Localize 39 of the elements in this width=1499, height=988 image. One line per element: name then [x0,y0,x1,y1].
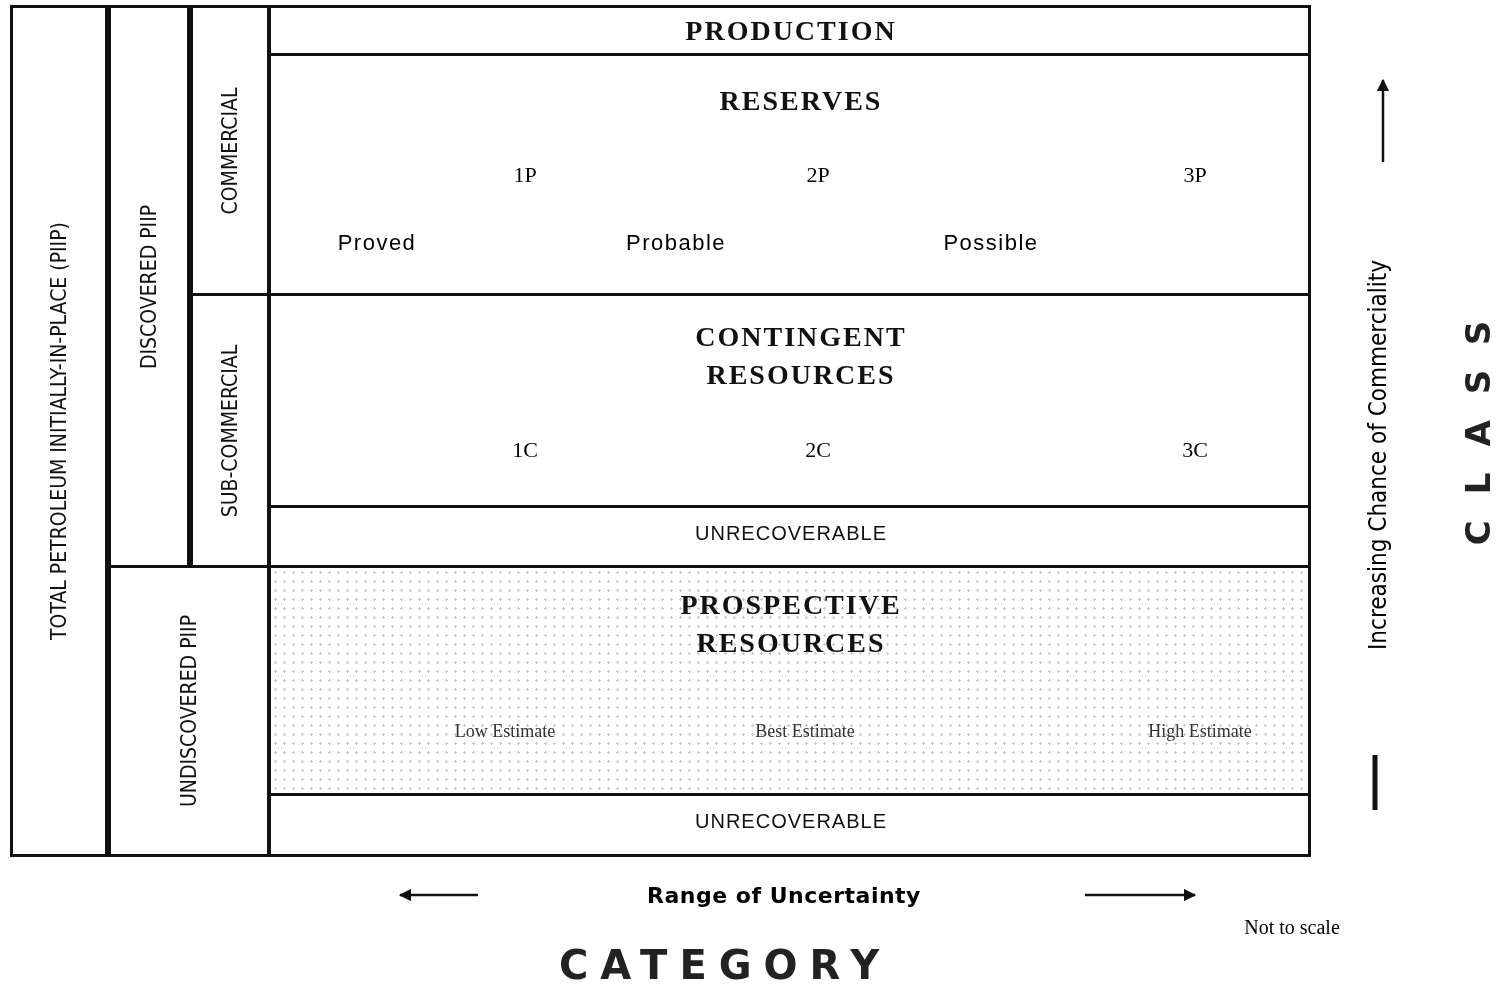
class-row [268,5,1311,56]
class-heading: PRODUCTION [685,14,897,48]
class-row [268,53,1311,296]
class-name: COMMERCIAL [218,87,242,214]
axis-title: CLASS [1458,294,1498,546]
axis-title: Range of Uncertainty [647,882,921,908]
note: Not to scale [1244,915,1340,939]
class-column [10,5,108,857]
estimate-label: High Estimate [1147,719,1253,743]
level-label: 2C [805,437,831,463]
class-name: TOTAL PETROLEUM INITIALLY-IN-PLACE (PIIP) [47,222,71,640]
class-name: UNDISCOVERED PIIP [177,614,201,808]
level-label: 2P [806,162,830,188]
class-name: SUB-COMMERCIAL [218,344,242,517]
category-label: Possible [943,230,1039,256]
class-row [268,293,1311,508]
class-column [190,5,270,296]
level-label: 3P [1183,162,1207,188]
class-column [108,5,190,568]
class-row [268,793,1311,857]
category-label: Probable [625,230,727,256]
class-name: UNRECOVERABLE [695,810,887,833]
axis-title: CATEGORY [558,942,892,988]
class-heading: CONTINGENT RESOURCES [694,320,908,392]
axis-title: Increasing Chance of Commerciality [1364,260,1392,650]
class-heading: RESERVES [719,84,883,118]
level-label: 1C [512,437,538,463]
class-row [268,505,1311,568]
class-heading: PROSPECTIVE RESOURCES [679,588,903,660]
estimate-label: Low Estimate [453,719,557,743]
category-label: Proved [337,230,417,256]
class-row [268,565,1311,796]
estimate-label: Best Estimate [754,719,856,743]
level-label: 1P [513,162,537,188]
class-name: DISCOVERED PIIP [137,204,161,369]
class-name: UNRECOVERABLE [695,522,887,545]
level-label: 3C [1182,437,1208,463]
class-column [108,565,270,857]
class-column [190,293,270,568]
